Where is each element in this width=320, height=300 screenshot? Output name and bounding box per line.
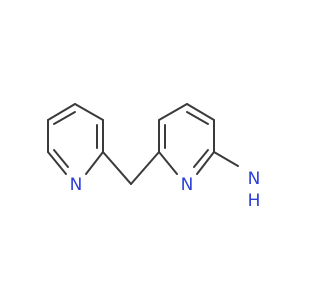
bond bbox=[85, 151, 104, 175]
structure-canvas: N N N H bbox=[47, 103, 261, 211]
bond bbox=[130, 151, 160, 185]
bond bbox=[186, 103, 215, 121]
bond bbox=[186, 111, 209, 125]
methylene-bridge bbox=[102, 151, 160, 185]
bond bbox=[47, 103, 76, 121]
bond bbox=[47, 151, 67, 175]
left-pyridine-ring bbox=[47, 103, 104, 175]
bond bbox=[53, 149, 69, 168]
bond bbox=[158, 151, 178, 175]
amine-bond bbox=[213, 151, 239, 167]
molecule-drawing: N N N H bbox=[47, 103, 261, 211]
right-pyridine-ring bbox=[158, 103, 215, 175]
bond bbox=[158, 103, 188, 121]
amine-nitrogen-label: N bbox=[248, 169, 261, 189]
nitrogen-label-right-ring: N bbox=[181, 175, 194, 195]
amine-hydrogen-label: H bbox=[248, 191, 261, 211]
bond bbox=[102, 151, 132, 185]
bond bbox=[53, 111, 76, 125]
bond bbox=[196, 151, 215, 175]
nitrogen-label-left-ring: N bbox=[70, 175, 83, 195]
bond bbox=[74, 103, 104, 121]
bond bbox=[193, 149, 209, 168]
